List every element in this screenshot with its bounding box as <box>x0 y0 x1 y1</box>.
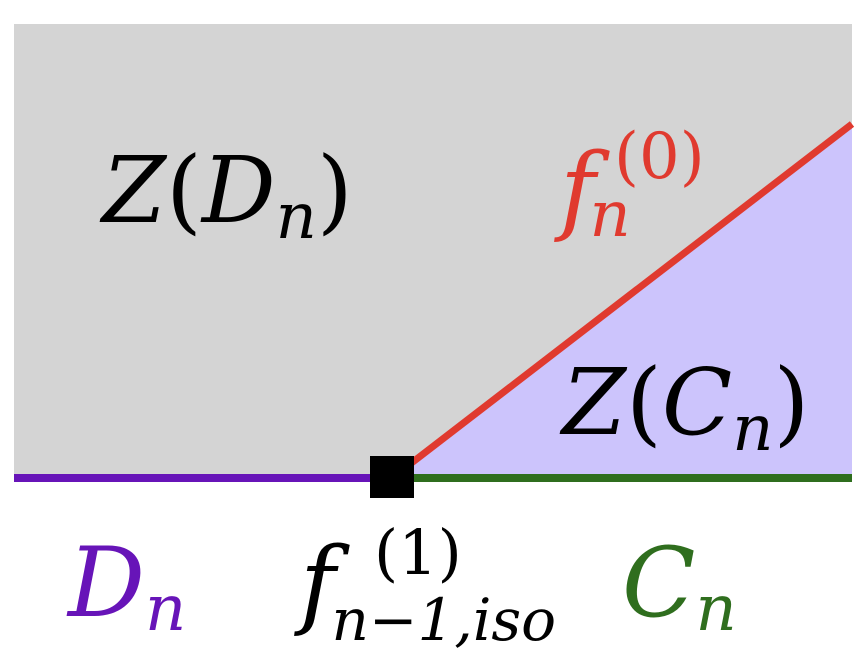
label-c-n: Cn <box>622 527 737 646</box>
label-f1-sup: (1) <box>374 516 462 589</box>
label-f0-sup: (0) <box>614 120 705 194</box>
label-z-d: Z(Dn) <box>99 137 353 254</box>
label-z-c: Z(Cn) <box>559 349 809 466</box>
junction-node <box>370 456 414 498</box>
f0-boundary-line <box>389 121 855 481</box>
label-d-n: Dn <box>66 527 186 646</box>
